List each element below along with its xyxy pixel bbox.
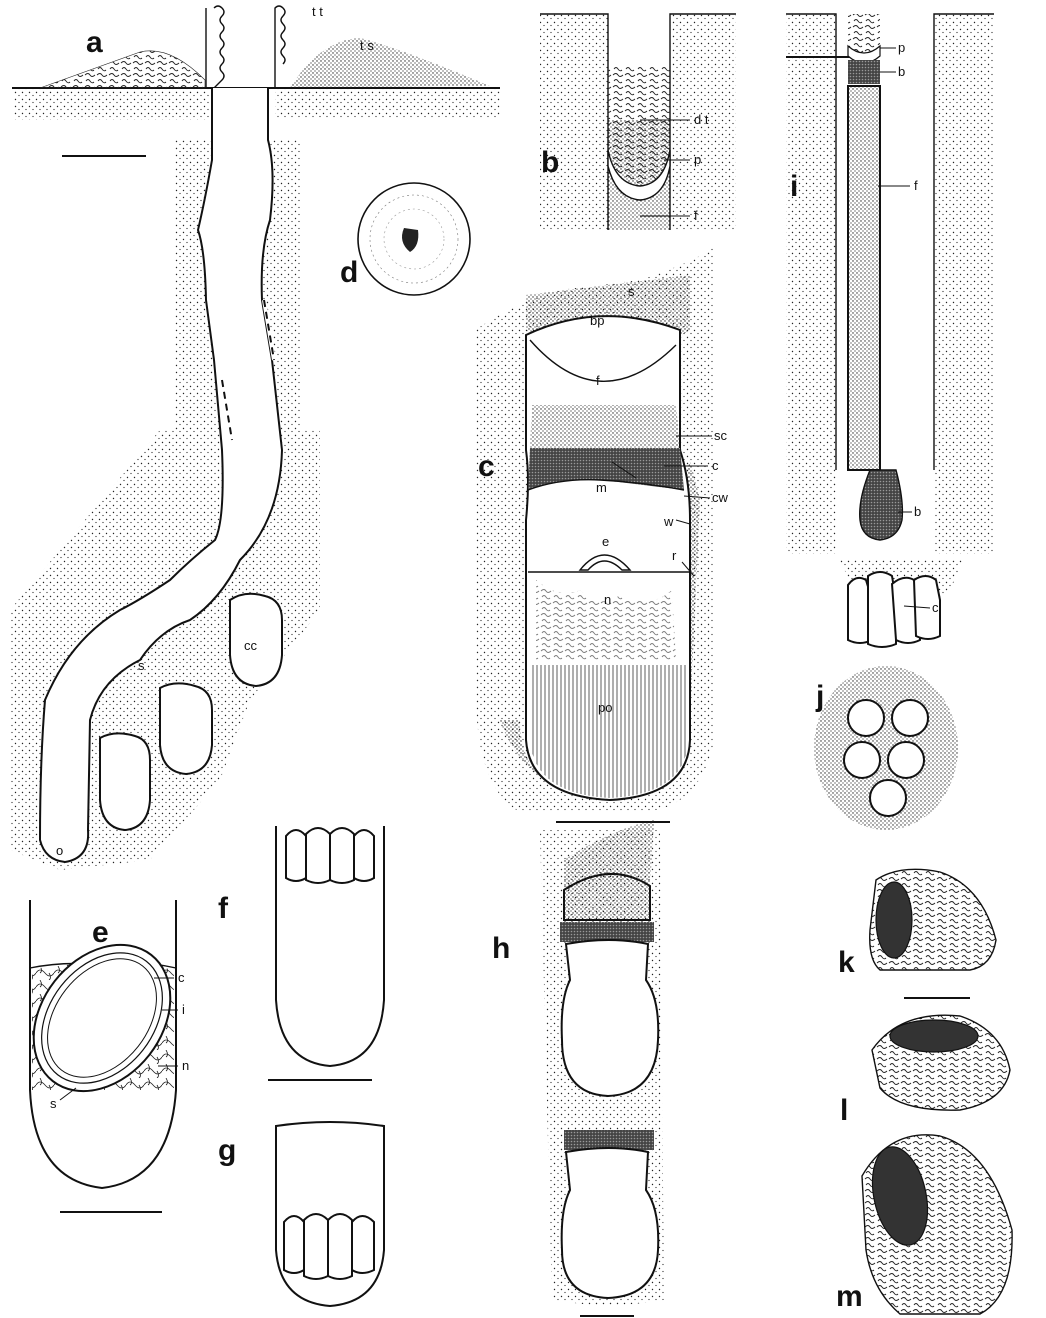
fill-f-i: [848, 86, 880, 470]
soil-surface-left: [14, 88, 210, 120]
panel-f: f: [218, 826, 384, 1080]
closure-h-1: [560, 922, 654, 942]
label-r: r: [672, 548, 677, 563]
panel-label-a: a: [86, 26, 103, 59]
label-s: s: [138, 658, 145, 673]
panel-j: j: [814, 666, 958, 830]
label-c-e: c: [178, 970, 185, 985]
turret-k-opening: [876, 882, 912, 958]
label-cc: cc: [244, 638, 258, 653]
panel-c: c s bp f sc c m cw w e r n po: [475, 246, 729, 822]
label-m: m: [596, 480, 607, 495]
cocoon-f-3: [330, 828, 354, 883]
cocoon-f-4: [354, 830, 374, 881]
panel-label-l: l: [840, 1094, 848, 1127]
label-c-i: c: [932, 600, 939, 615]
cocoon-f-2: [306, 828, 330, 883]
cell-j-1: [848, 700, 884, 736]
cell-j-3: [844, 742, 880, 778]
label-f-c: f: [596, 373, 600, 388]
label-s-e: s: [50, 1096, 57, 1111]
panel-label-i: i: [790, 170, 798, 203]
cell-g: [276, 1122, 384, 1306]
label-b-bottom: b: [914, 504, 921, 519]
panel-label-f: f: [218, 892, 229, 925]
panel-i: i p b f b c: [786, 14, 994, 647]
panel-l: l: [840, 1015, 1010, 1127]
label-e-c: e: [602, 534, 609, 549]
label-b-top: b: [898, 64, 905, 79]
panel-d: d: [340, 183, 470, 295]
turret-l-opening: [890, 1020, 978, 1052]
panel-e: e c i n s: [5, 900, 198, 1212]
label-f-i: f: [914, 178, 918, 193]
label-s-c: s: [628, 284, 635, 299]
panel-label-d: d: [340, 256, 358, 289]
cell-j-2: [892, 700, 928, 736]
dry-tunnel-fill: [608, 66, 670, 184]
cell-h-upper: [562, 940, 659, 1096]
cell-h-lower: [562, 1148, 659, 1298]
tumulus-left: [40, 51, 205, 88]
spiral-closure-sc: [530, 405, 680, 448]
cocoon-g-3: [328, 1214, 352, 1279]
label-dt: d t: [694, 112, 709, 127]
barrier-b-bottom: [860, 470, 903, 540]
panel-label-g: g: [218, 1134, 236, 1167]
panel-a: a t t t s s cc o: [10, 4, 500, 870]
pollen-po: [530, 665, 688, 798]
cocoon-g-1: [284, 1216, 304, 1273]
label-p-b: p: [694, 152, 701, 167]
cell-a-1: [100, 733, 150, 830]
soil-surface-right: [275, 88, 500, 118]
panel-label-c: c: [478, 450, 495, 483]
panel-label-k: k: [838, 946, 855, 979]
label-o: o: [56, 843, 63, 858]
soil-i-right: [934, 14, 994, 554]
panel-b: b d t p f: [540, 14, 736, 230]
cocoon-f-1: [286, 830, 306, 881]
label-n-e: n: [182, 1058, 189, 1073]
label-i-e: i: [182, 1002, 185, 1017]
cocoon-g-4: [352, 1216, 374, 1273]
panel-label-m: m: [836, 1280, 863, 1313]
cell-j-5: [870, 780, 906, 816]
label-f-b: f: [694, 208, 698, 223]
panel-label-h: h: [492, 932, 510, 965]
panel-h: h: [492, 820, 664, 1316]
label-po: po: [598, 700, 612, 715]
soil-i-left: [786, 14, 836, 554]
cocoon-g-2: [304, 1214, 328, 1279]
turret-tt: [275, 6, 285, 88]
tumulus-ts: [290, 38, 490, 88]
label-tt: t t: [312, 4, 323, 19]
label-ts: t s: [360, 38, 374, 53]
label-w: w: [663, 514, 674, 529]
panel-label-b: b: [541, 146, 559, 179]
label-n-c: n: [604, 592, 611, 607]
panel-label-j: j: [815, 680, 824, 713]
label-sc: sc: [714, 428, 728, 443]
label-bp: bp: [590, 313, 604, 328]
barrier-b-top: [848, 60, 880, 84]
panel-k: k: [838, 869, 996, 998]
label-p-i: p: [898, 40, 905, 55]
label-cw: cw: [712, 490, 729, 505]
panel-g: g: [218, 1122, 384, 1306]
label-c-c: c: [712, 458, 719, 473]
soil-b-left: [540, 14, 608, 230]
closure-h-2: [564, 1130, 654, 1150]
panel-label-e: e: [92, 916, 109, 949]
cell-j-4: [888, 742, 924, 778]
panel-m: m: [836, 1135, 1012, 1314]
turret-left: [206, 6, 224, 88]
cell-a-2: [160, 683, 212, 774]
